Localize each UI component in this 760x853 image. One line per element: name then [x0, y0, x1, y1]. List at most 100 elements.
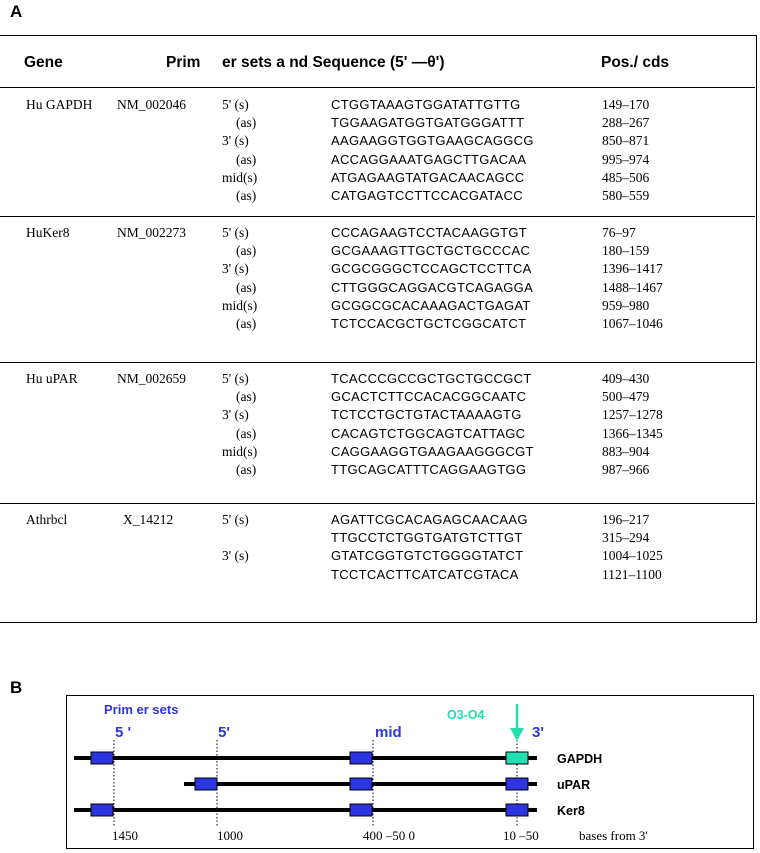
primer-position: 315–294 — [602, 530, 650, 546]
gene-label: uPAR — [557, 778, 590, 792]
primer-sequence: CCCAGAAGTCCTACAAGGTGT — [331, 225, 528, 240]
primer-sequence: GTATCGGTGTCTGGGGTATCT — [331, 548, 524, 564]
arrow-head — [510, 728, 524, 741]
axis-tick-label: 1000 — [217, 828, 243, 843]
primer-sequence: CATGAGTCCTTCCACGATACC — [331, 188, 523, 203]
primer-position: 485–506 — [602, 169, 650, 185]
primer-box — [90, 803, 114, 817]
primer-box — [90, 751, 114, 765]
primer-sequence: TCTCCACGCTGCTCGGCATCT — [331, 316, 527, 331]
header-position: Pos./ cds — [601, 54, 670, 71]
primer-position: 288–267 — [602, 115, 650, 131]
primer-position: 580–559 — [602, 188, 650, 203]
primer-box — [349, 777, 373, 791]
header-primer-sequence: Prim er sets a nd Sequence (5' —θ') — [166, 54, 445, 71]
primer-sequence: CTTGGGCAGGACGTCAGAGGA — [331, 279, 534, 295]
primer-position: 76–97 — [602, 225, 636, 240]
primer-sequence: GCACTCTTCCACACGGCAATC — [331, 389, 527, 405]
axis-tick-label: 400 –50 0 — [363, 828, 415, 843]
primer-position: 1121–1100 — [602, 566, 662, 582]
primer-box — [194, 777, 218, 791]
primer-direction: 5' (s) — [222, 512, 249, 527]
o3o4-label: O3-O4 — [447, 708, 485, 722]
accession-number: X_14212 — [123, 512, 174, 527]
primer-position: 1396–1417 — [602, 261, 663, 277]
gene-label: GAPDH — [557, 752, 602, 766]
primer-sequence: TGGAAGATGGTGATGGGATTT — [331, 115, 525, 131]
group-divider — [0, 503, 755, 504]
primer-direction: (as) — [236, 151, 257, 167]
primer-sequence: CTGGTAAAGTGGATATTGTTG — [331, 97, 521, 112]
primer-direction: 3' (s) — [222, 133, 249, 149]
primer-sequence: TTGCAGCATTTCAGGAAGTGG — [331, 462, 527, 477]
primer-sequence: TCTCCTGCTGTACTAAAAGTG — [331, 407, 522, 423]
region-label-3: 3' — [532, 724, 544, 741]
primer-direction: (as) — [236, 279, 257, 295]
accession-number: NM_002046 — [117, 97, 187, 112]
primer-direction: (as) — [236, 425, 257, 441]
group-divider — [0, 216, 755, 217]
group-divider — [0, 362, 755, 363]
header-divider — [0, 87, 755, 88]
primer-direction: mid(s) — [222, 169, 258, 185]
primer-direction: (as) — [236, 389, 257, 405]
primer-position: 1366–1345 — [602, 425, 663, 441]
primer-sequence: GCGCGGGCTCCAGCTCCTTCA — [331, 261, 532, 277]
primer-sequence: TCACCCGCCGCTGCTGCCGCT — [331, 371, 532, 386]
axis-label: bases from 3' — [579, 828, 648, 843]
primer-direction: (as) — [236, 188, 257, 203]
primer-direction: 3' (s) — [222, 261, 249, 277]
primer-position: 409–430 — [602, 371, 650, 386]
primer-box — [349, 751, 373, 765]
primer-position: 149–170 — [602, 97, 650, 112]
primer-sequence: CACAGTCTGGCAGTCATTAGC — [331, 425, 526, 441]
primer-table: Gene Prim er sets a nd Sequence (5' —θ')… — [0, 35, 757, 623]
region-label-5: 5 ' — [115, 724, 131, 741]
primer-sets-label: Prim er sets — [104, 702, 178, 717]
primer-box — [505, 777, 529, 791]
primer-direction: 3' (s) — [222, 548, 249, 564]
axis-tick-label: 10 –50 — [503, 828, 539, 843]
primer-position: 987–966 — [602, 462, 650, 477]
primer-position: 196–217 — [602, 512, 650, 527]
panel-b-label: B — [10, 678, 23, 697]
primer-sequence: ACCAGGAAATGAGCTTGACAA — [331, 151, 527, 167]
primer-position: 500–479 — [602, 389, 650, 405]
primer-position: 1488–1467 — [602, 279, 663, 295]
primer-box — [349, 803, 373, 817]
primer-direction: (as) — [236, 243, 257, 259]
gene-name: Hu GAPDH — [26, 97, 93, 112]
primer-position: 1004–1025 — [602, 548, 663, 564]
gene-name: HuKer8 — [26, 225, 70, 240]
primer-direction: mid(s) — [222, 443, 258, 459]
primer-sequence: ATGAGAAGTATGACAACAGCC — [331, 169, 525, 185]
primer-position: 883–904 — [602, 443, 650, 459]
primer-sequence: AAGAAGGTGGTGAAGCAGGCG — [331, 133, 534, 149]
region-label-5-second: 5' — [218, 724, 230, 741]
primer-position: 959–980 — [602, 297, 650, 313]
axis-tick-label: 1450 — [112, 828, 138, 843]
primer-direction: (as) — [236, 316, 257, 331]
primer-direction: mid(s) — [222, 297, 258, 313]
primer-direction: 3' (s) — [222, 407, 249, 423]
primer-sequence: CAGGAAGGTGAAGAAGGGCGT — [331, 443, 534, 459]
primer-sequence: GCGAAAGTTGCTGCTGCCCAC — [331, 243, 531, 259]
primer-box — [505, 803, 529, 817]
gene-name: Hu uPAR — [26, 371, 78, 386]
primer-position: 180–159 — [602, 243, 650, 259]
primer-position: 995–974 — [602, 151, 650, 167]
primer-direction: 5' (s) — [222, 371, 249, 386]
primer-direction: (as) — [236, 115, 257, 131]
header-gene: Gene — [24, 54, 63, 71]
primer-sequence: TCCTCACTTCATCATCGTACA — [331, 566, 519, 582]
primer-sequence: TTGCCTCTGGTGATGTCTTGT — [331, 530, 523, 546]
primer-sequence: GCGGCGCACAAAGACTGAGAT — [331, 297, 531, 313]
primer-direction: (as) — [236, 462, 257, 477]
accession-number: NM_002659 — [117, 371, 187, 386]
primer-direction: 5' (s) — [222, 225, 249, 240]
primer-direction: 5' (s) — [222, 97, 249, 112]
primer-position: 850–871 — [602, 133, 650, 149]
region-label-mid: mid — [375, 724, 402, 741]
